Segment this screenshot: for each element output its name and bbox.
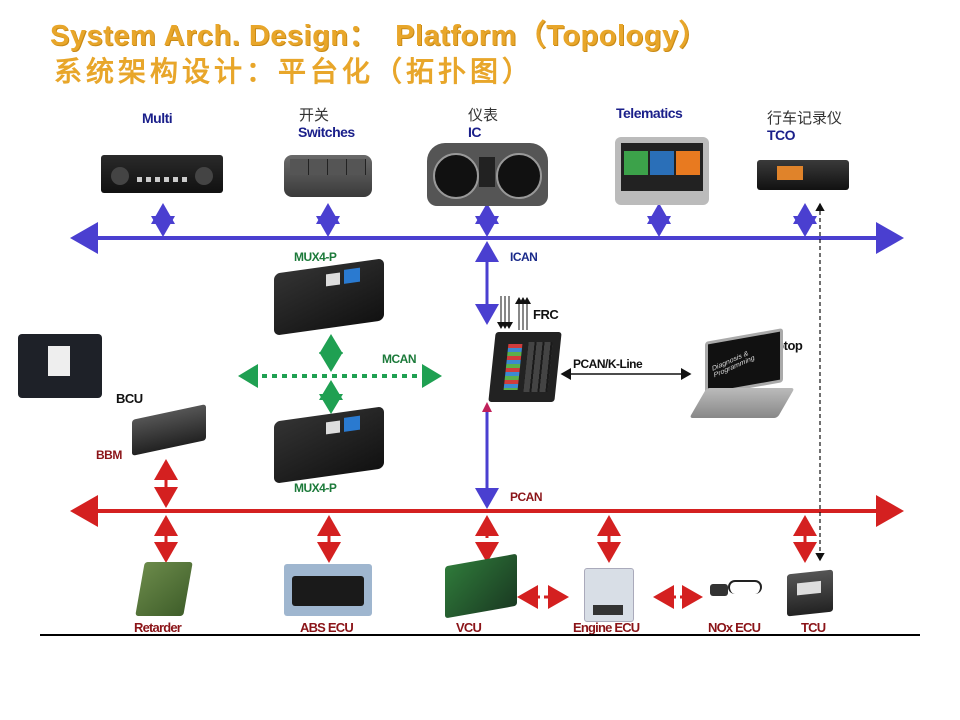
- label-ic: IC: [468, 124, 482, 140]
- laptop-keyboard-icon: [689, 388, 795, 418]
- tachograph-icon[interactable]: [757, 160, 849, 190]
- label-vcu: VCU: [456, 620, 482, 635]
- label-abs-ecu: ABS ECU: [300, 620, 354, 635]
- bottom-divider: [40, 634, 920, 636]
- label-tco: TCO: [767, 127, 796, 143]
- engine-ecu-icon[interactable]: [584, 568, 634, 622]
- bcu-unit-icon[interactable]: [18, 334, 102, 398]
- label-ic-cn: 仪表: [468, 106, 499, 124]
- trunk-red-arrowhead: [482, 402, 492, 412]
- frc-signal-arrows: [497, 296, 531, 330]
- label-tcu: TCU: [801, 620, 826, 635]
- telematics-screen-icon[interactable]: [615, 137, 709, 205]
- instrument-cluster-icon[interactable]: [427, 143, 548, 206]
- frc-label: FRC: [533, 307, 559, 322]
- bcu-label: BCU: [116, 391, 143, 406]
- bbm-label: BBM: [96, 448, 122, 462]
- label-retarder: Retarder: [134, 620, 182, 635]
- tcu-box-icon[interactable]: [787, 569, 833, 617]
- label-tco-cn: 行车记录仪: [767, 109, 843, 127]
- laptop-screen-text: Diagnosis & Programming: [711, 350, 756, 380]
- label-engine-ecu: Engine ECU: [573, 620, 640, 635]
- radio-unit-icon[interactable]: [101, 155, 223, 193]
- retarder-board-icon[interactable]: [135, 562, 193, 616]
- mux-top-label: MUX4-P: [294, 250, 337, 264]
- label-switches: Switches: [298, 124, 355, 140]
- title-chinese: 系统架构设计：平台化（拓扑图）: [54, 55, 535, 88]
- switch-panel-icon[interactable]: [284, 155, 372, 197]
- title-english: System Arch. Design： Platform（Topology）: [50, 20, 709, 52]
- kline-label: PCAN/K-Line: [573, 357, 643, 371]
- abs-ecu-icon[interactable]: [284, 564, 372, 616]
- label-multi: Multi: [142, 110, 173, 126]
- label-telematics: Telematics: [616, 105, 683, 121]
- mux-bottom-label: MUX4-P: [294, 481, 337, 495]
- pcan-bus-label: PCAN: [510, 490, 543, 504]
- label-nox-ecu: NOx ECU: [708, 620, 761, 635]
- nox-sensor-icon[interactable]: [710, 578, 762, 602]
- label-switches-cn: 开关: [299, 106, 330, 124]
- ican-bus-label: ICAN: [510, 250, 538, 264]
- mcan-bus-label: MCAN: [382, 352, 417, 366]
- fuse-relay-box-icon[interactable]: [488, 332, 562, 402]
